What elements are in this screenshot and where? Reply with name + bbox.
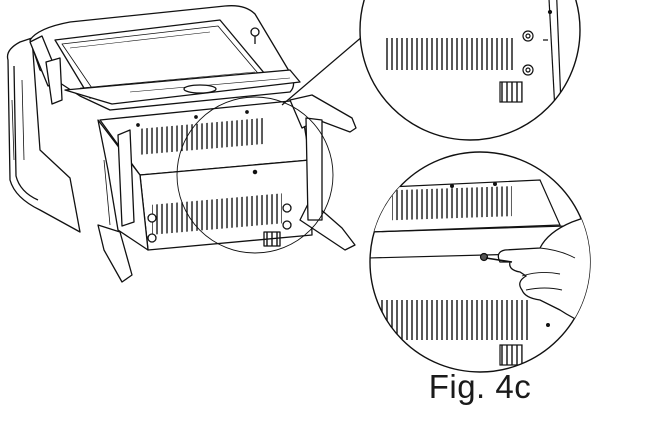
left-handle — [97, 224, 133, 283]
device-side-panel — [6, 37, 81, 233]
leader-line — [281, 29, 371, 106]
zoom-callout-bottom — [369, 151, 591, 373]
zoom-callout-top — [359, 0, 581, 141]
figure-caption: Fig. 4c — [428, 368, 532, 405]
magnify-circle — [176, 96, 334, 254]
device-rear-view — [6, 5, 357, 283]
